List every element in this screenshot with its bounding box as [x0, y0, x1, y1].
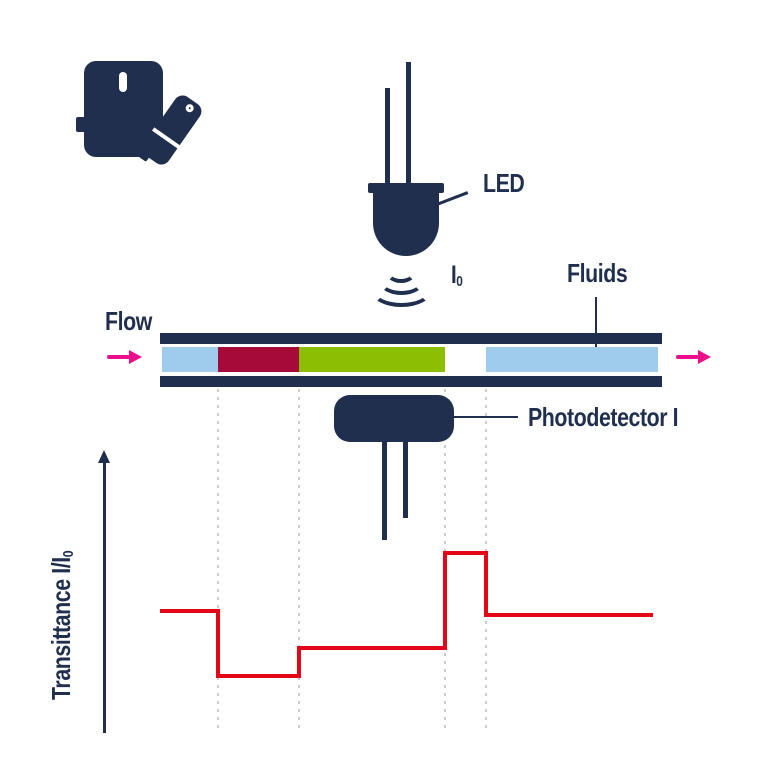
y-axis-label: Transittance I/I0	[46, 550, 78, 700]
dashed-guide-line	[485, 389, 487, 733]
logo-side-tab	[76, 117, 86, 132]
light-emission-waves-icon	[371, 274, 432, 307]
dashed-guide-line	[298, 389, 300, 733]
fluids-label: Fluids	[567, 258, 628, 288]
device-notch	[138, 150, 151, 162]
photodetector-leg-left	[382, 442, 387, 540]
fluids-pointer-line	[595, 297, 597, 360]
flow-label: Flow	[105, 306, 152, 336]
y-axis-line	[103, 462, 106, 733]
fluid-segment-sample-plug-green	[299, 347, 445, 372]
incident-intensity-label: I0	[451, 261, 463, 291]
led-body	[373, 192, 439, 256]
fluid-segment-sample-plug-red	[218, 347, 299, 372]
fluid-segment-carrier-fluid-right	[486, 347, 658, 372]
lens-ring-icon	[184, 102, 196, 114]
photodetector-label: Photodetector I	[528, 402, 679, 432]
fluid-segment-carrier-fluid-left	[162, 347, 218, 372]
led-leg-right	[406, 62, 411, 185]
dashed-guide-line	[217, 389, 219, 733]
logo-power-slot	[119, 72, 127, 92]
channel-wall-top	[160, 333, 662, 344]
fluid-segment-gap-bubble	[445, 347, 486, 372]
channel-wall-bottom	[160, 376, 662, 387]
y-axis-arrowhead-icon	[98, 450, 110, 463]
photodetector-pointer-line	[454, 416, 518, 418]
led-leg-left	[385, 88, 390, 185]
led-label: LED	[483, 168, 525, 198]
led-flange	[368, 183, 444, 193]
photodetector-leg-right	[403, 442, 408, 518]
device-divider	[152, 127, 181, 150]
photodetector-body	[334, 395, 454, 442]
